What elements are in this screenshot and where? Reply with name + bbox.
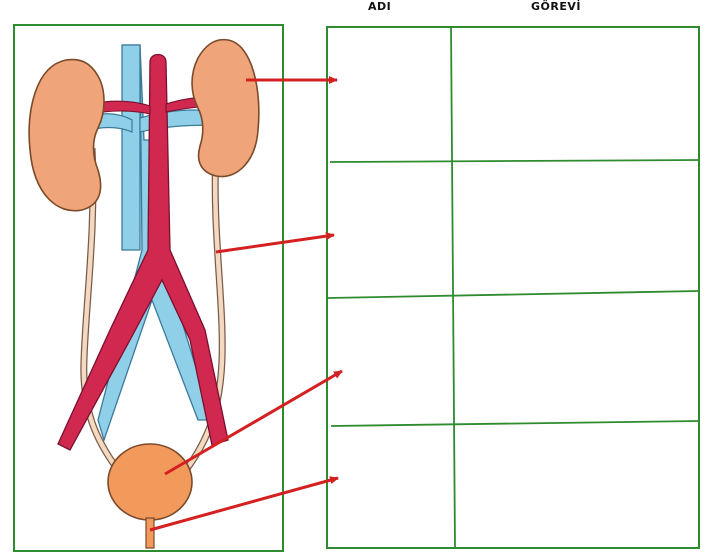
- answer-table: [327, 27, 699, 548]
- row-divider: [330, 160, 699, 162]
- bladder-icon: [108, 444, 192, 520]
- urinary-system-illustration: [29, 40, 259, 548]
- answer-table-border: [327, 27, 699, 548]
- ureter-arrow: [216, 235, 334, 252]
- row-divider: [331, 421, 699, 426]
- column-divider: [451, 27, 455, 548]
- left-kidney-icon: [29, 60, 104, 211]
- urethra-icon: [146, 518, 154, 548]
- kidney-icon: [192, 40, 259, 177]
- row-divider: [328, 291, 699, 298]
